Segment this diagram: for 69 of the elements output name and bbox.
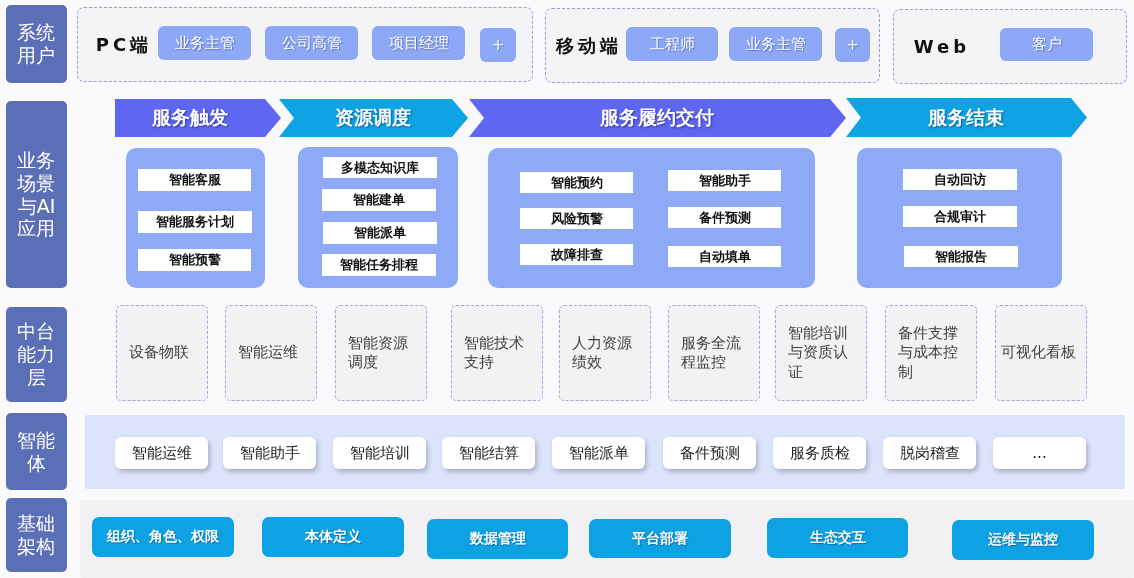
- client-group-panel: [893, 9, 1127, 84]
- ai-function-tag: 风险预警: [520, 208, 633, 229]
- client-type-heading: 移动端: [556, 33, 622, 58]
- infrastructure-band: [80, 500, 1134, 578]
- ai-function-tag: 智能服务计划: [138, 211, 252, 233]
- client-type-heading: Web: [914, 35, 970, 59]
- infrastructure-module: 平台部署: [589, 519, 731, 558]
- role-tag: 项目经理: [372, 26, 465, 60]
- client-type-heading: PC端: [94, 32, 154, 57]
- capability-card: 人力资源绩效: [559, 305, 651, 401]
- layer-label: 基础架构: [6, 498, 67, 572]
- agent-card: 智能运维: [115, 437, 208, 469]
- infrastructure-module: 本体定义: [262, 517, 404, 557]
- scenario-panel: [126, 148, 265, 288]
- layer-label: 业务场景与AI应用: [6, 101, 67, 288]
- agent-card: 智能结算: [442, 437, 535, 469]
- capability-card: 智能运维: [225, 305, 317, 401]
- stage-banner: 服务触发: [115, 99, 281, 137]
- scenario-panel: [488, 148, 815, 288]
- role-tag: 业务主管: [158, 26, 251, 60]
- capability-card: 智能培训与资质认证: [775, 305, 867, 401]
- ai-function-tag: 智能预约: [520, 172, 633, 193]
- layer-label: 系统用户: [6, 5, 67, 83]
- ai-function-tag: 合规审计: [903, 206, 1017, 227]
- scenario-panel: [857, 148, 1062, 288]
- agent-card: 服务质检: [773, 437, 866, 469]
- stage-banner: 服务结束: [846, 98, 1087, 137]
- capability-card: 智能技术支持: [451, 305, 543, 401]
- agent-card: 智能派单: [552, 437, 645, 469]
- ai-function-tag: 智能报告: [904, 246, 1018, 267]
- infrastructure-module: 生态交互: [767, 518, 908, 558]
- agent-card: 脱岗稽查: [883, 437, 976, 469]
- role-tag: 业务主管: [729, 27, 822, 61]
- stage-banner: 服务履约交付: [469, 99, 846, 137]
- capability-card: 可视化看板: [995, 305, 1087, 401]
- agent-card: 备件预测: [663, 437, 756, 469]
- agent-card: ...: [993, 437, 1086, 469]
- infrastructure-module: 数据管理: [427, 519, 568, 559]
- ai-function-tag: 自动回访: [903, 169, 1017, 190]
- capability-card: 备件支撑与成本控制: [885, 305, 977, 401]
- ai-function-tag: 自动填单: [668, 246, 781, 267]
- ai-function-tag: 智能派单: [323, 222, 437, 244]
- role-tag: 公司高管: [265, 26, 358, 60]
- agent-card: 智能培训: [333, 437, 426, 469]
- ai-function-tag: 备件预测: [668, 207, 781, 228]
- ai-function-tag: 智能预警: [138, 249, 251, 271]
- layer-label: 中台能力层: [6, 307, 67, 402]
- capability-card: 设备物联: [116, 305, 208, 401]
- role-tag: 客户: [1000, 28, 1093, 61]
- role-tag: 工程师: [626, 27, 718, 61]
- capability-card: 服务全流程监控: [668, 305, 760, 401]
- ai-function-tag: 多模态知识库: [323, 157, 437, 178]
- add-tag: +: [835, 28, 870, 62]
- scenario-panel: [298, 147, 458, 288]
- layer-label: 智能体: [6, 413, 67, 490]
- ai-function-tag: 故障排查: [520, 244, 633, 265]
- client-group-panel: [77, 7, 533, 82]
- ai-function-tag: 智能助手: [668, 170, 781, 191]
- infrastructure-module: 运维与监控: [952, 520, 1094, 560]
- client-group-panel: [545, 8, 880, 83]
- ai-function-tag: 智能建单: [322, 189, 436, 211]
- agent-band: [85, 415, 1125, 489]
- agent-card: 智能助手: [223, 437, 316, 469]
- ai-function-tag: 智能任务排程: [322, 254, 436, 276]
- stage-banner: 资源调度: [279, 99, 468, 137]
- infrastructure-module: 组织、角色、权限: [92, 517, 234, 557]
- ai-function-tag: 智能客服: [138, 169, 251, 191]
- add-tag: +: [480, 28, 516, 62]
- capability-card: 智能资源调度: [335, 305, 427, 401]
